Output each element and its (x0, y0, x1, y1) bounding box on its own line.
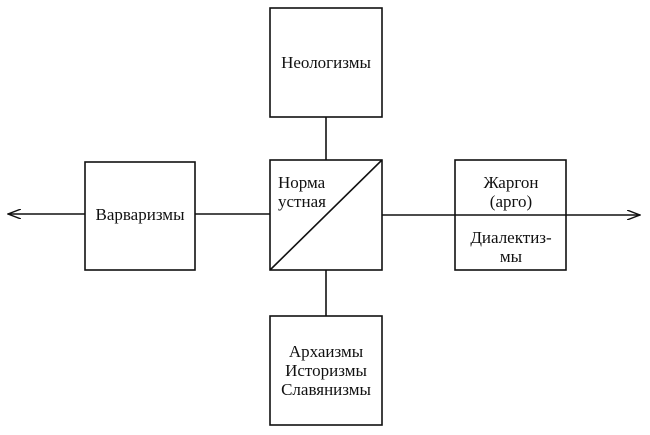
top-box: Неологизмы (269, 7, 383, 118)
center-box-label-1: Норма (278, 173, 326, 192)
center-box: Норма устная (269, 159, 383, 271)
right-box: Жаргон (арго) Диалектиз- мы (454, 159, 567, 271)
right-box-lower-1: Диалектиз- (470, 228, 552, 247)
bottom-box: Архаизмы Историзмы Славянизмы (269, 315, 383, 426)
bottom-box-label-3: Славянизмы (281, 380, 371, 399)
left-box-label: Варваризмы (96, 205, 186, 224)
right-box-upper-1: Жаргон (483, 173, 538, 192)
center-box-label-2: устная (278, 192, 326, 211)
bottom-box-label-1: Архаизмы (289, 342, 364, 361)
bottom-box-label-2: Историзмы (285, 361, 367, 380)
left-box: Варваризмы (84, 161, 196, 271)
right-box-upper-2: (арго) (490, 192, 532, 211)
right-box-lower-2: мы (500, 247, 523, 266)
center-diagonal (269, 159, 383, 271)
top-box-label: Неологизмы (281, 53, 371, 72)
